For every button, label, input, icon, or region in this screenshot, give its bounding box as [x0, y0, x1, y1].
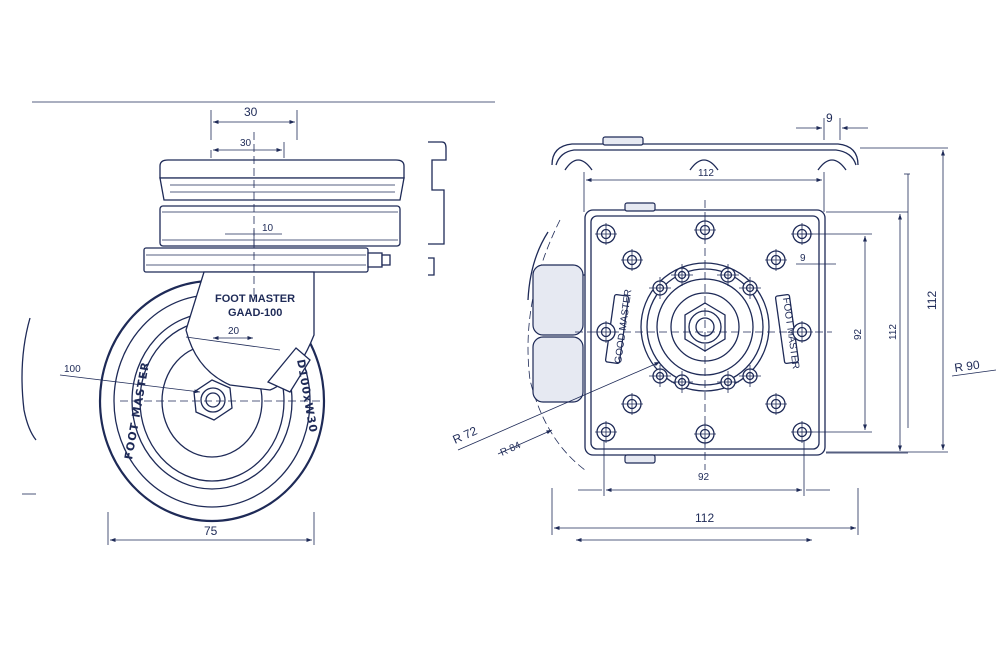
- fork: [185, 271, 315, 393]
- dim-top-inner-label: 30: [240, 138, 252, 149]
- dim-pitch-vertical: 92: [800, 233, 872, 433]
- side-bracket: [428, 141, 447, 276]
- front-view: GOOD MASTER FOOT MASTER 9 112: [451, 111, 997, 542]
- dim-wheel-dia-label: 100: [64, 364, 81, 375]
- dim-inner-hole-label: 9: [800, 253, 806, 264]
- dim-offset-label: 20: [228, 326, 240, 337]
- dim-pitch-horizontal: 92: [578, 440, 830, 496]
- dim-overall-vertical: 112: [826, 147, 948, 453]
- brand-name: FOOT MASTER: [215, 293, 295, 305]
- side-view: FOOT MASTER GAAD-100 D100xW30 FOOT MASTE…: [21, 101, 495, 545]
- dim-width-bottom-label: 75: [204, 524, 218, 538]
- dim-slot-label: 9: [826, 111, 833, 125]
- lever-arm: [143, 247, 391, 273]
- dim-top-outer: 30: [210, 105, 298, 140]
- top-curved-plate: [551, 136, 859, 171]
- dim-width-bottom: 75: [107, 512, 315, 545]
- dim-pitch-vertical-label: 92: [853, 328, 864, 340]
- dim-radius-84: R 84: [497, 429, 553, 459]
- dim-slot-pitch-label: 112: [698, 168, 714, 179]
- brand-model: GAAD-100: [228, 307, 282, 319]
- dim-radius-84-label: R 84: [499, 440, 523, 459]
- dim-top-inner: 30: [210, 138, 285, 158]
- dim-pitch-horizontal-label: 92: [698, 472, 710, 483]
- hub-nut: [193, 379, 233, 421]
- dim-top-outer-label: 30: [244, 105, 258, 119]
- dim-slot-pitch: 112: [583, 168, 825, 212]
- dim-stem-label: 10: [262, 223, 274, 234]
- dim-plate-vertical: 112: [826, 211, 908, 454]
- dim-plate-vertical-label: 112: [888, 324, 899, 340]
- top-plate: [159, 159, 405, 247]
- dim-radius-72-label: R 72: [451, 424, 480, 447]
- side-wheels: [532, 264, 590, 403]
- dim-radius-90-label: R 90: [953, 358, 980, 375]
- dim-slot: 9: [796, 111, 868, 140]
- tire-brand: FOOT MASTER: [122, 360, 152, 460]
- tire-marking: D100xW30: [294, 358, 320, 434]
- dim-overall-horizontal: 112: [551, 488, 859, 535]
- dim-stem: 10: [225, 223, 282, 246]
- dim-overall-horizontal-label: 112: [695, 511, 714, 525]
- dim-offset: 20: [213, 326, 253, 340]
- dim-radius-90: R 90: [951, 358, 997, 377]
- dim-wheel-dia: 100: [59, 364, 201, 394]
- dim-overall-vertical-label: 112: [925, 291, 939, 310]
- bolt-holes: [595, 219, 813, 445]
- dim-inner-hole: 9: [796, 253, 836, 265]
